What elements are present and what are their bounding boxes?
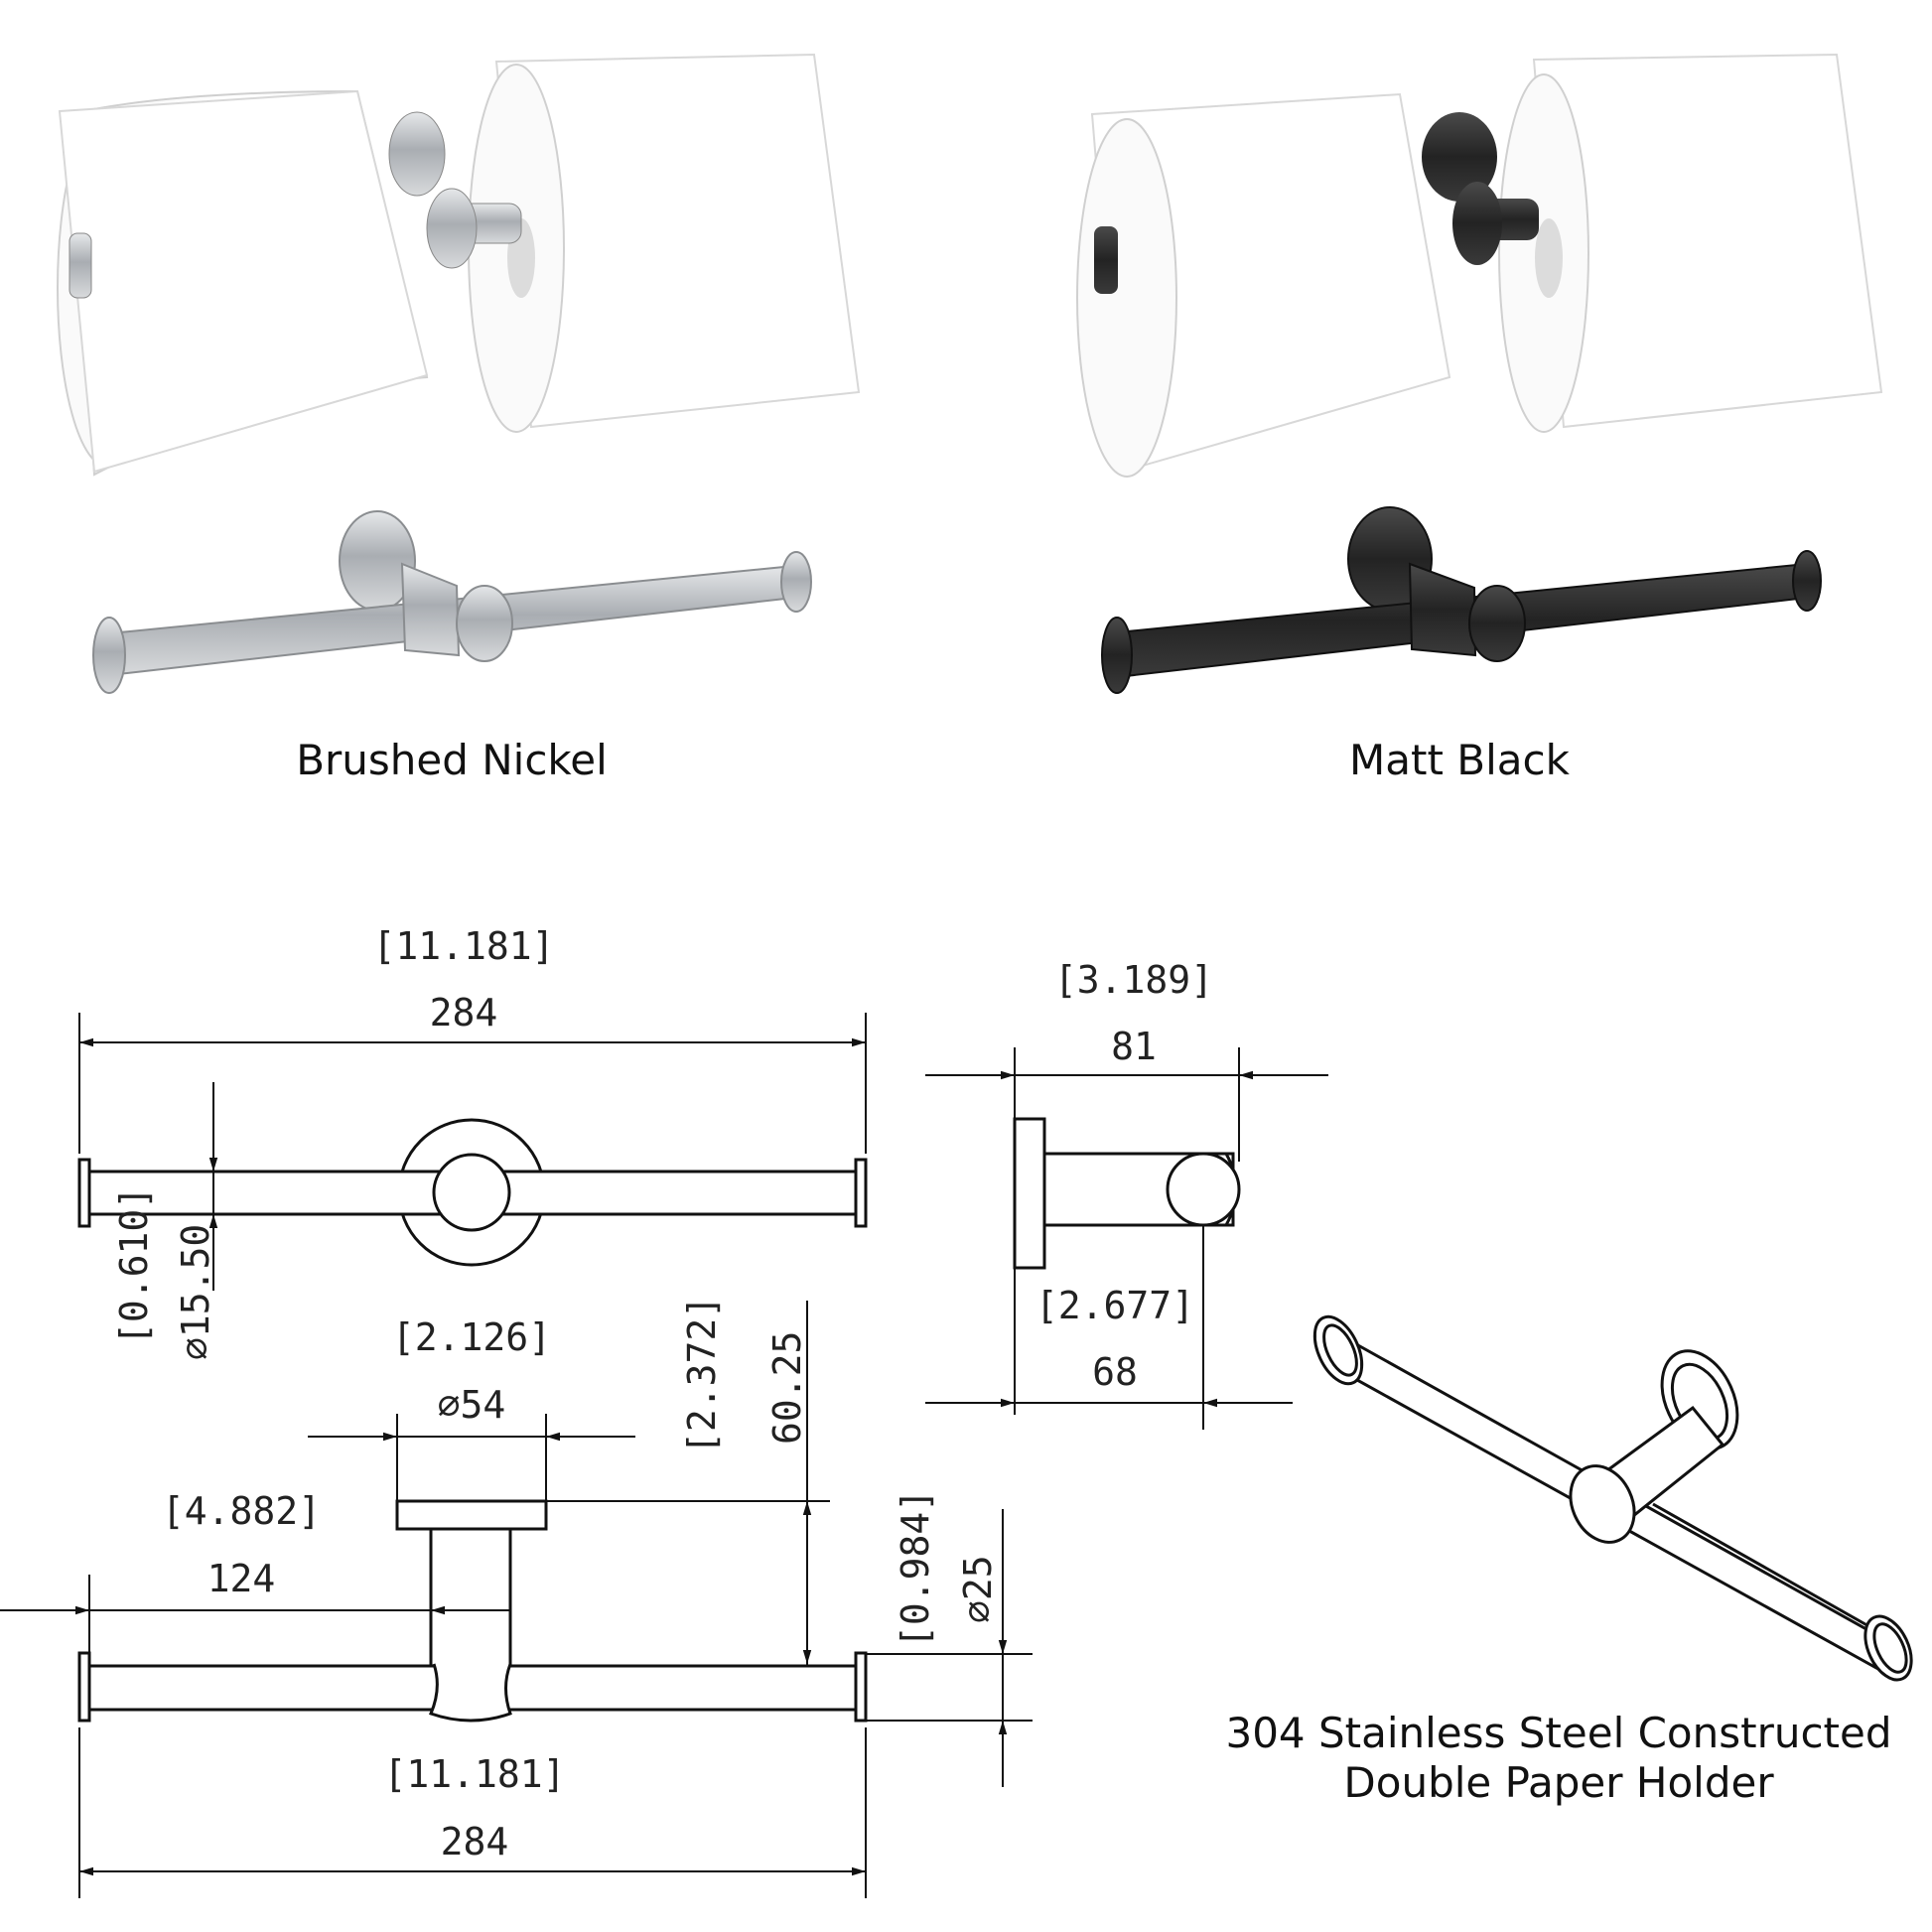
side-view-drawing: [3.189] 81 [2.677] 68 — [925, 958, 1328, 1430]
top-half-length-metric: 124 — [207, 1557, 276, 1600]
side-offset-metric: 68 — [1092, 1350, 1138, 1394]
product-caption-line1: 304 Stainless Steel Constructed — [1225, 1709, 1891, 1757]
top-end-cap-imperial: [0.984] — [894, 1489, 937, 1648]
side-depth-imperial: [3.189] — [1054, 958, 1213, 1002]
nickel-holder-render — [92, 510, 812, 694]
top-overall-imperial: [11.181] — [383, 1752, 565, 1796]
isometric-drawing — [1312, 1314, 1913, 1682]
side-depth-metric: 81 — [1111, 1025, 1157, 1068]
black-holder-render — [1101, 506, 1822, 694]
front-overall-imperial: [11.181] — [372, 924, 554, 968]
top-plate-dia-metric: ⌀54 — [438, 1383, 506, 1427]
top-projection-imperial: [2.372] — [680, 1296, 724, 1454]
front-overall-metric: 284 — [430, 991, 498, 1035]
front-rod-dia-imperial: [0.610] — [112, 1186, 156, 1345]
front-rod-dia-metric: ⌀15.50 — [174, 1224, 217, 1360]
nickel-mounted-render — [57, 53, 861, 477]
top-overall-metric: 284 — [441, 1820, 509, 1863]
nickel-product: Brushed Nickel — [57, 53, 861, 784]
top-plate-dia-imperial: [2.126] — [392, 1315, 551, 1359]
top-half-length-imperial: [4.882] — [162, 1489, 321, 1533]
finish-label-nickel: Brushed Nickel — [296, 736, 608, 784]
product-caption-line2: Double Paper Holder — [1343, 1758, 1774, 1807]
top-view-drawing: [2.126] ⌀54 [2.372] 60.25 [4.882] 124 [0… — [0, 1296, 1033, 1898]
top-projection-metric: 60.25 — [765, 1331, 809, 1445]
side-offset-imperial: [2.677] — [1035, 1284, 1194, 1327]
front-view-drawing: [11.181] 284 [0.610] ⌀15.50 — [77, 924, 868, 1360]
top-end-cap-metric: ⌀25 — [956, 1555, 1000, 1623]
black-product: Matt Black — [1076, 53, 1883, 784]
finish-label-black: Matt Black — [1349, 736, 1571, 784]
black-mounted-render — [1076, 53, 1883, 478]
